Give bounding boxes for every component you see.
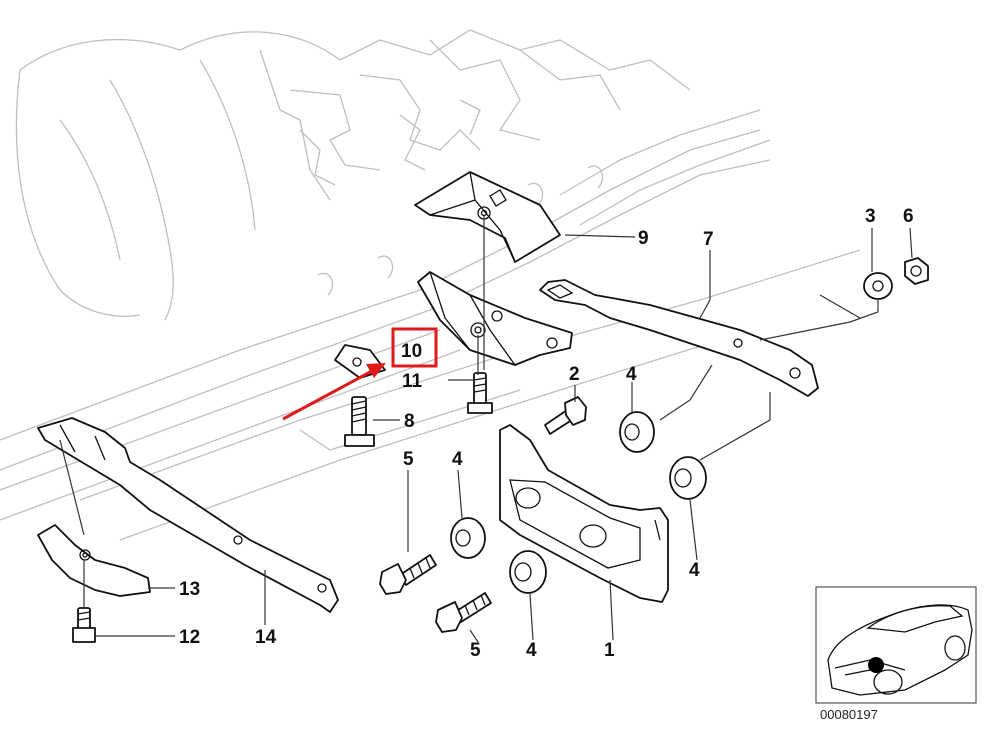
callout-14: 14 (255, 627, 277, 648)
part-3-washer (863, 272, 893, 300)
part-9-upper-clamp (414, 171, 561, 263)
callout-10: 10 (401, 341, 422, 362)
highlight-box (391, 327, 438, 368)
part-11-bolt (467, 372, 493, 414)
part-12-bolt (72, 607, 96, 643)
part-8-bolt (344, 396, 375, 447)
callout-labels: 1 2 3 4 4 4 4 5 5 6 7 8 9 10 11 12 13 14 (179, 206, 914, 661)
callout-leader-lines (95, 227, 913, 643)
callout-3: 3 (865, 206, 876, 227)
location-marker (868, 657, 884, 673)
part-14-strap (37, 417, 339, 613)
vehicle-location-inset: 00080197 (815, 586, 977, 722)
inset-reference-number: 00080197 (820, 707, 878, 722)
callout-7: 7 (703, 229, 714, 250)
highlight-annotation (282, 327, 438, 421)
part-1-bracket (499, 424, 669, 603)
callout-9: 9 (638, 228, 649, 249)
part-13-clamp (37, 524, 151, 597)
part-2-bolt (544, 396, 587, 435)
callout-4-top: 4 (626, 364, 637, 385)
callout-11: 11 (402, 371, 423, 392)
callout-2: 2 (569, 364, 580, 385)
callout-5-top: 5 (403, 449, 414, 470)
callout-12: 12 (179, 627, 200, 648)
car-silhouette (827, 604, 973, 696)
callout-13: 13 (179, 579, 200, 600)
callout-5-bottom: 5 (470, 640, 481, 661)
assembly-guide-lines (59, 215, 879, 608)
inset-frame (815, 586, 977, 704)
highlight-arrow-shaft (282, 369, 373, 421)
part-7-strap (539, 279, 819, 397)
callout-4-left: 4 (452, 449, 463, 470)
callout-8: 8 (404, 411, 415, 432)
part-4-rubber-mount (450, 411, 707, 594)
callout-4-right: 4 (689, 560, 700, 581)
callout-6: 6 (903, 206, 914, 227)
callout-4-bottom: 4 (526, 640, 537, 661)
part-5-bolt-upper (379, 554, 437, 595)
part-5-bolt-lower (435, 592, 492, 633)
callout-1: 1 (604, 640, 615, 661)
highlight-arrow-head (366, 363, 386, 378)
part-6-nut (904, 257, 929, 285)
